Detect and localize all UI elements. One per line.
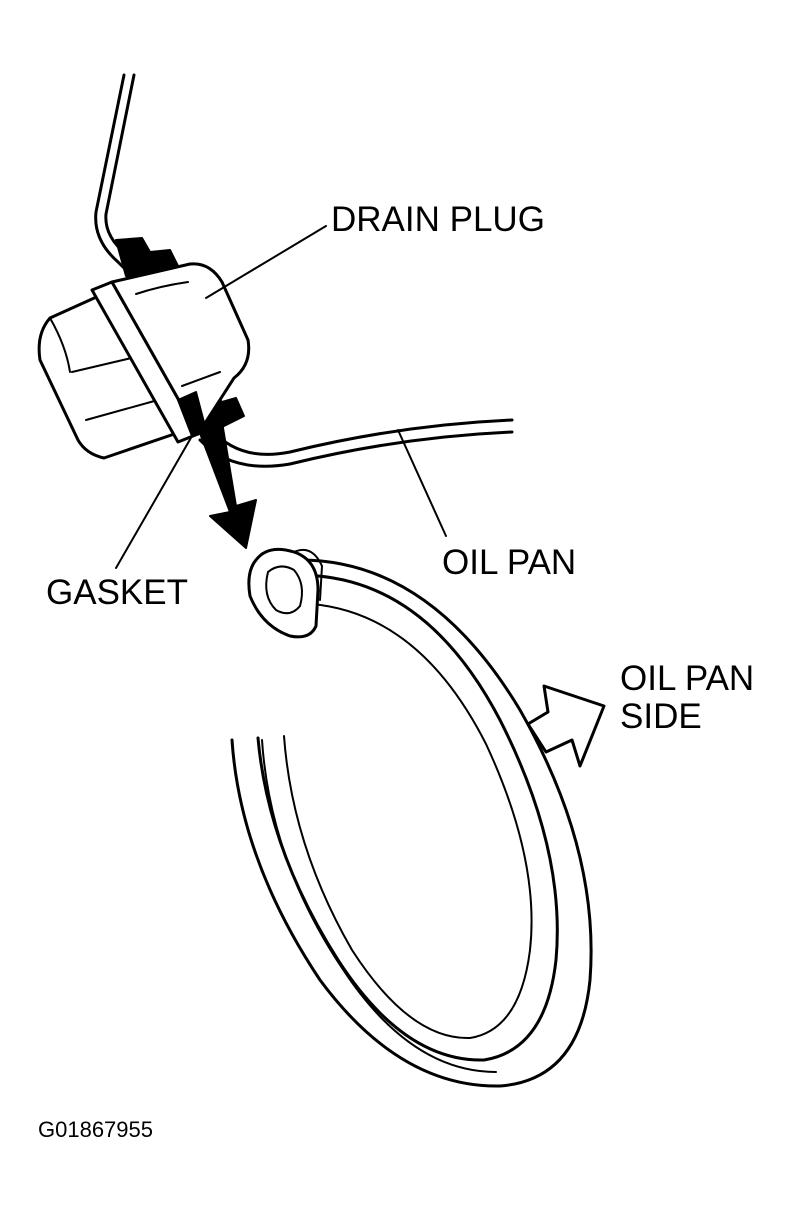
- removal-arrow: [197, 421, 257, 549]
- leader-gasket: [115, 435, 193, 569]
- oil-pan-side-label-line2: SIDE: [620, 697, 702, 736]
- oil-pan-side-arrow: [526, 684, 606, 768]
- leader-drain-plug: [205, 225, 327, 299]
- drain-plug-label: DRAIN PLUG: [331, 200, 545, 239]
- gasket-ring: [230, 547, 593, 1088]
- figure-code: G01867955: [38, 1117, 153, 1142]
- oil-pan-label: OIL PAN: [442, 543, 577, 582]
- drain-plug: [37, 237, 251, 460]
- oil-pan-side-label-line1: OIL PAN: [620, 659, 755, 698]
- gasket-label: GASKET: [46, 573, 188, 612]
- leader-oil-pan: [397, 429, 447, 537]
